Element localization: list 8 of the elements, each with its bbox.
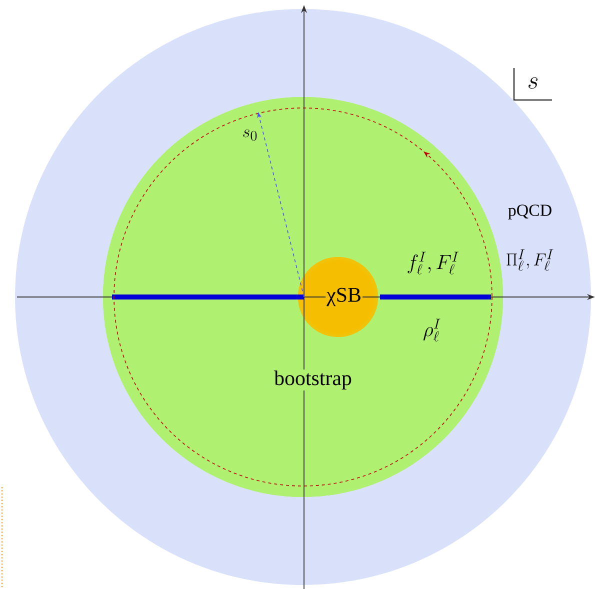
math-label: $\Pi^I_\ell, F^I_\ell$ bbox=[506, 249, 554, 271]
math-label: $f^I_\ell, F^I_\ell$ bbox=[408, 252, 458, 274]
node-label: bootstrap bbox=[273, 370, 353, 390]
node-label: χSB bbox=[326, 286, 362, 308]
math-label: $s_0$ bbox=[243, 129, 257, 141]
node-label: pQCD bbox=[508, 204, 552, 220]
math-label: $s$ bbox=[528, 77, 538, 89]
math-label: $\rho^I_\ell$ bbox=[423, 318, 440, 342]
